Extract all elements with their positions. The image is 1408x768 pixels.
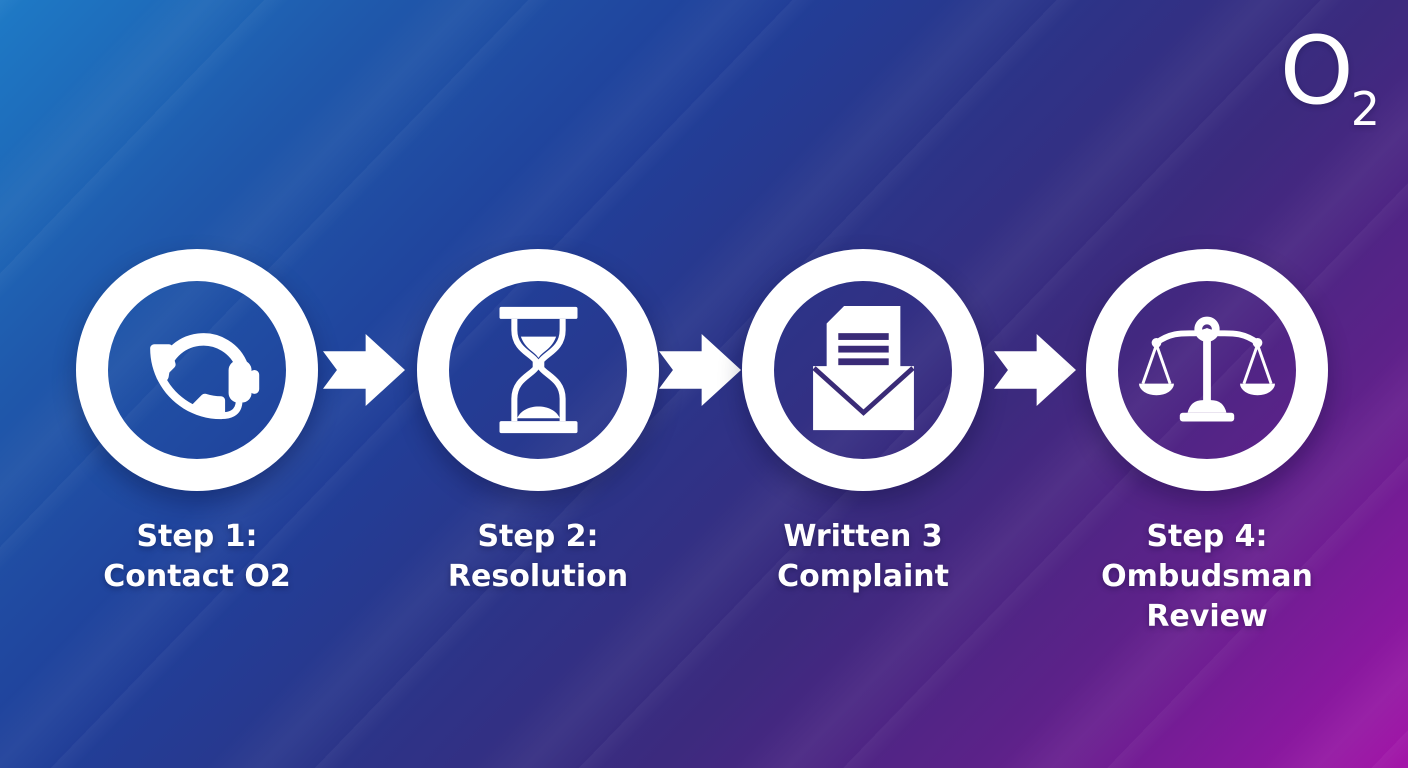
step-2-label-line2: Resolution [447, 559, 629, 594]
hourglass-icon [499, 306, 577, 434]
step-2-resolution: Step 2: Resolution [368, 249, 708, 597]
o2-logo-letter: O [1279, 17, 1354, 126]
step-3-label-line1: Written 3 [783, 519, 943, 554]
step-1-label-line1: Step 1: [136, 519, 258, 554]
step-1-label: Step 1: Contact O2 [27, 517, 367, 597]
o2-logo: O 2 [1279, 17, 1380, 136]
step-1-circle [76, 249, 318, 491]
open-envelope-letter-icon [811, 306, 915, 431]
step-3-label: Written 3 Complaint [693, 517, 1033, 597]
o2-logo-subscript: 2 [1350, 82, 1380, 136]
step-4-ombudsman-review: Step 4: Ombudsman Review [1037, 249, 1377, 637]
scales-of-justice-icon [1139, 316, 1275, 422]
step-3-label-line2: Complaint [777, 559, 949, 594]
headset-icon [150, 333, 260, 420]
step-2-label-line1: Step 2: [477, 519, 599, 554]
step-4-label: Step 4: Ombudsman Review [1037, 517, 1377, 637]
step-3-circle [742, 249, 984, 491]
step-4-circle [1086, 249, 1328, 491]
step-1-label-line2: Contact O2 [103, 559, 291, 594]
step-4-label-line2: Ombudsman Review [1101, 559, 1313, 634]
step-1-contact-o2: Step 1: Contact O2 [27, 249, 367, 597]
step-4-label-line1: Step 4: [1146, 519, 1268, 554]
step-2-circle [417, 249, 659, 491]
step-2-label: Step 2: Resolution [368, 517, 708, 597]
step-3-written-complaint: Written 3 Complaint [693, 249, 1033, 597]
